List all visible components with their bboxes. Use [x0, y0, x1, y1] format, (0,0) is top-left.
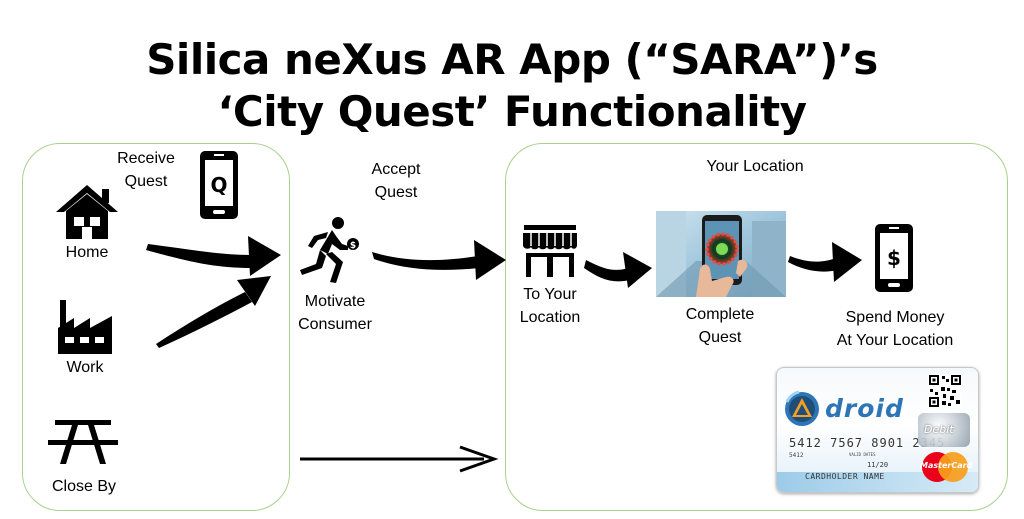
- svg-text:$: $: [350, 241, 356, 251]
- money-phone-icon: $: [875, 224, 913, 292]
- accept-quest-label: Accept Quest: [371, 161, 421, 201]
- running-person-icon: $: [300, 217, 359, 283]
- left-panel: [22, 143, 290, 511]
- right-panel: [505, 143, 1008, 511]
- to-your-location-label: To Your Location: [519, 286, 581, 326]
- close-by-label: Close By: [51, 478, 117, 495]
- mastercard-logo-icon: [922, 452, 968, 482]
- phone-q-letter: Q: [210, 173, 227, 197]
- qr-code-icon: [928, 374, 962, 408]
- valid-dates-label: VALID DATES: [849, 452, 876, 457]
- arrow-complete-to-spend: [788, 242, 862, 282]
- debit-label: Debit: [924, 423, 954, 436]
- factory-icon: [58, 300, 112, 354]
- droid-logo-icon: [785, 390, 819, 426]
- card-brand: droid: [825, 394, 904, 423]
- arrow-work-to-motivate: [156, 276, 271, 348]
- card-small-number: 5412: [789, 452, 804, 459]
- mastercard-label: MasterCard: [920, 461, 973, 470]
- card-expiry: 11/20: [867, 461, 889, 469]
- title-line-1: Silica neXus AR App (“SARA”)’s: [146, 35, 878, 84]
- your-location-label: Your Location: [706, 158, 804, 175]
- receive-quest-label: Receive Quest: [117, 150, 175, 190]
- card-number: 5412 7567 8901 2345: [789, 436, 946, 450]
- spend-money-label: Spend Money At Your Location: [836, 309, 954, 349]
- arrow-motivate-to-store: [372, 240, 506, 280]
- arrow-home-to-motivate: [146, 236, 281, 276]
- ar-quest-photo: [656, 211, 786, 297]
- complete-quest-label: Complete Quest: [685, 306, 755, 346]
- arrow-close-by-to-location: [300, 445, 499, 473]
- diagram-title: Silica neXus AR App (“SARA”)’s ‘City Que…: [0, 34, 1024, 138]
- work-label: Work: [66, 359, 104, 376]
- dollar-sign: $: [887, 246, 901, 270]
- cardholder-name: CARDHOLDER NAME: [805, 472, 885, 481]
- title-line-2: ‘City Quest’ Functionality: [217, 87, 807, 136]
- arrow-store-to-complete: [584, 252, 652, 288]
- house-icon: [56, 185, 118, 239]
- debit-hologram: [918, 413, 970, 447]
- debit-card: droid 5412 7567 8901 2345 5412 VALID DAT…: [776, 367, 979, 493]
- quest-phone-icon: Q: [200, 151, 238, 219]
- picnic-table-icon: [48, 420, 118, 464]
- home-label: Home: [65, 244, 109, 261]
- motivate-consumer-label: Motivate Consumer: [298, 293, 372, 333]
- storefront-icon: [523, 225, 577, 277]
